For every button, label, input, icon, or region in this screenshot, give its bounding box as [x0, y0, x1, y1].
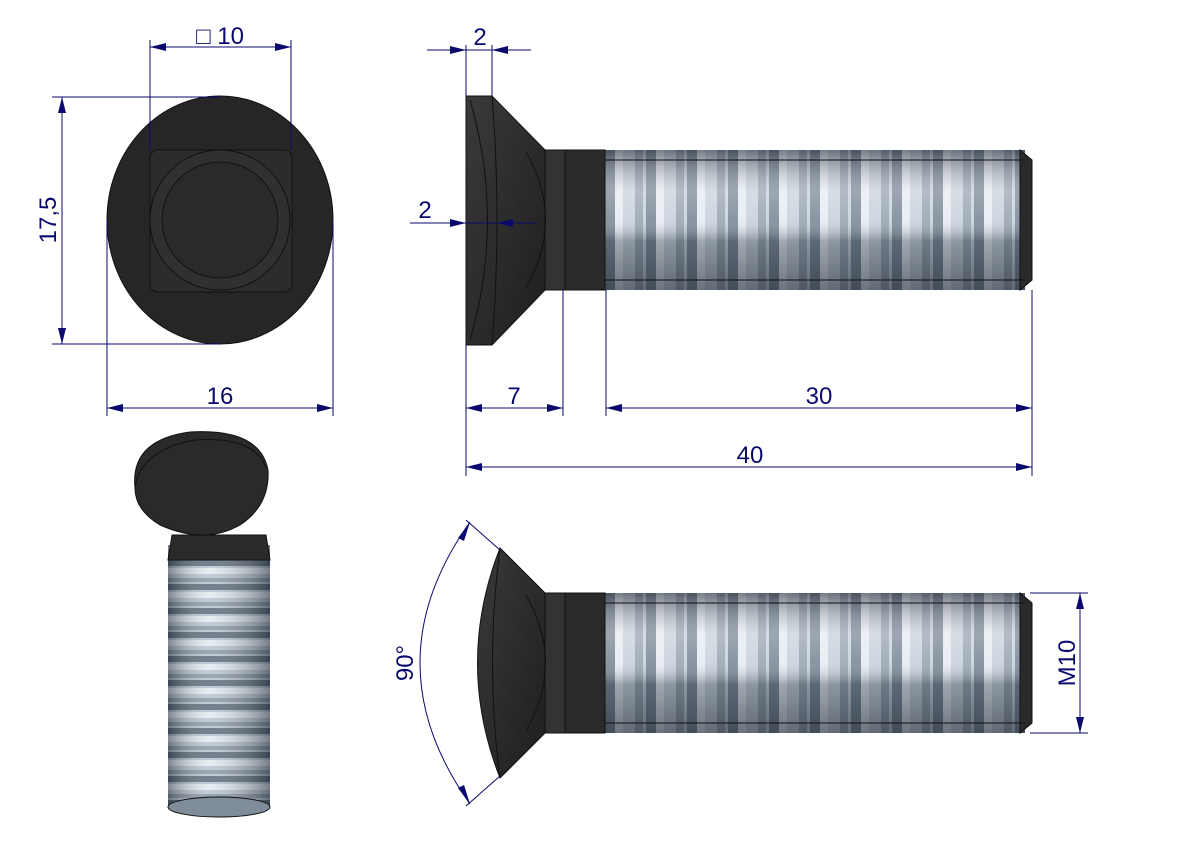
dim-head-width: 16	[207, 383, 234, 410]
side-view: 2 2 7 30 40	[410, 24, 1033, 476]
dim-thread-size: M10	[1054, 640, 1081, 687]
dim-square-size: □ 10	[196, 23, 244, 50]
dim-head-height: 17,5	[35, 197, 62, 244]
dim-head-dome-depth: 2	[418, 197, 431, 224]
side-view-angle: 90° M10	[392, 519, 1088, 807]
dim-thread-length: 30	[806, 383, 833, 410]
top-view: □ 10 17,5 16	[35, 23, 334, 416]
dim-total-length: 40	[737, 442, 764, 469]
dim-head-edge-thickness: 2	[473, 24, 486, 51]
perspective-view	[134, 431, 271, 818]
dim-head-angle: 90°	[392, 645, 419, 681]
dim-neck-length: 7	[507, 383, 520, 410]
